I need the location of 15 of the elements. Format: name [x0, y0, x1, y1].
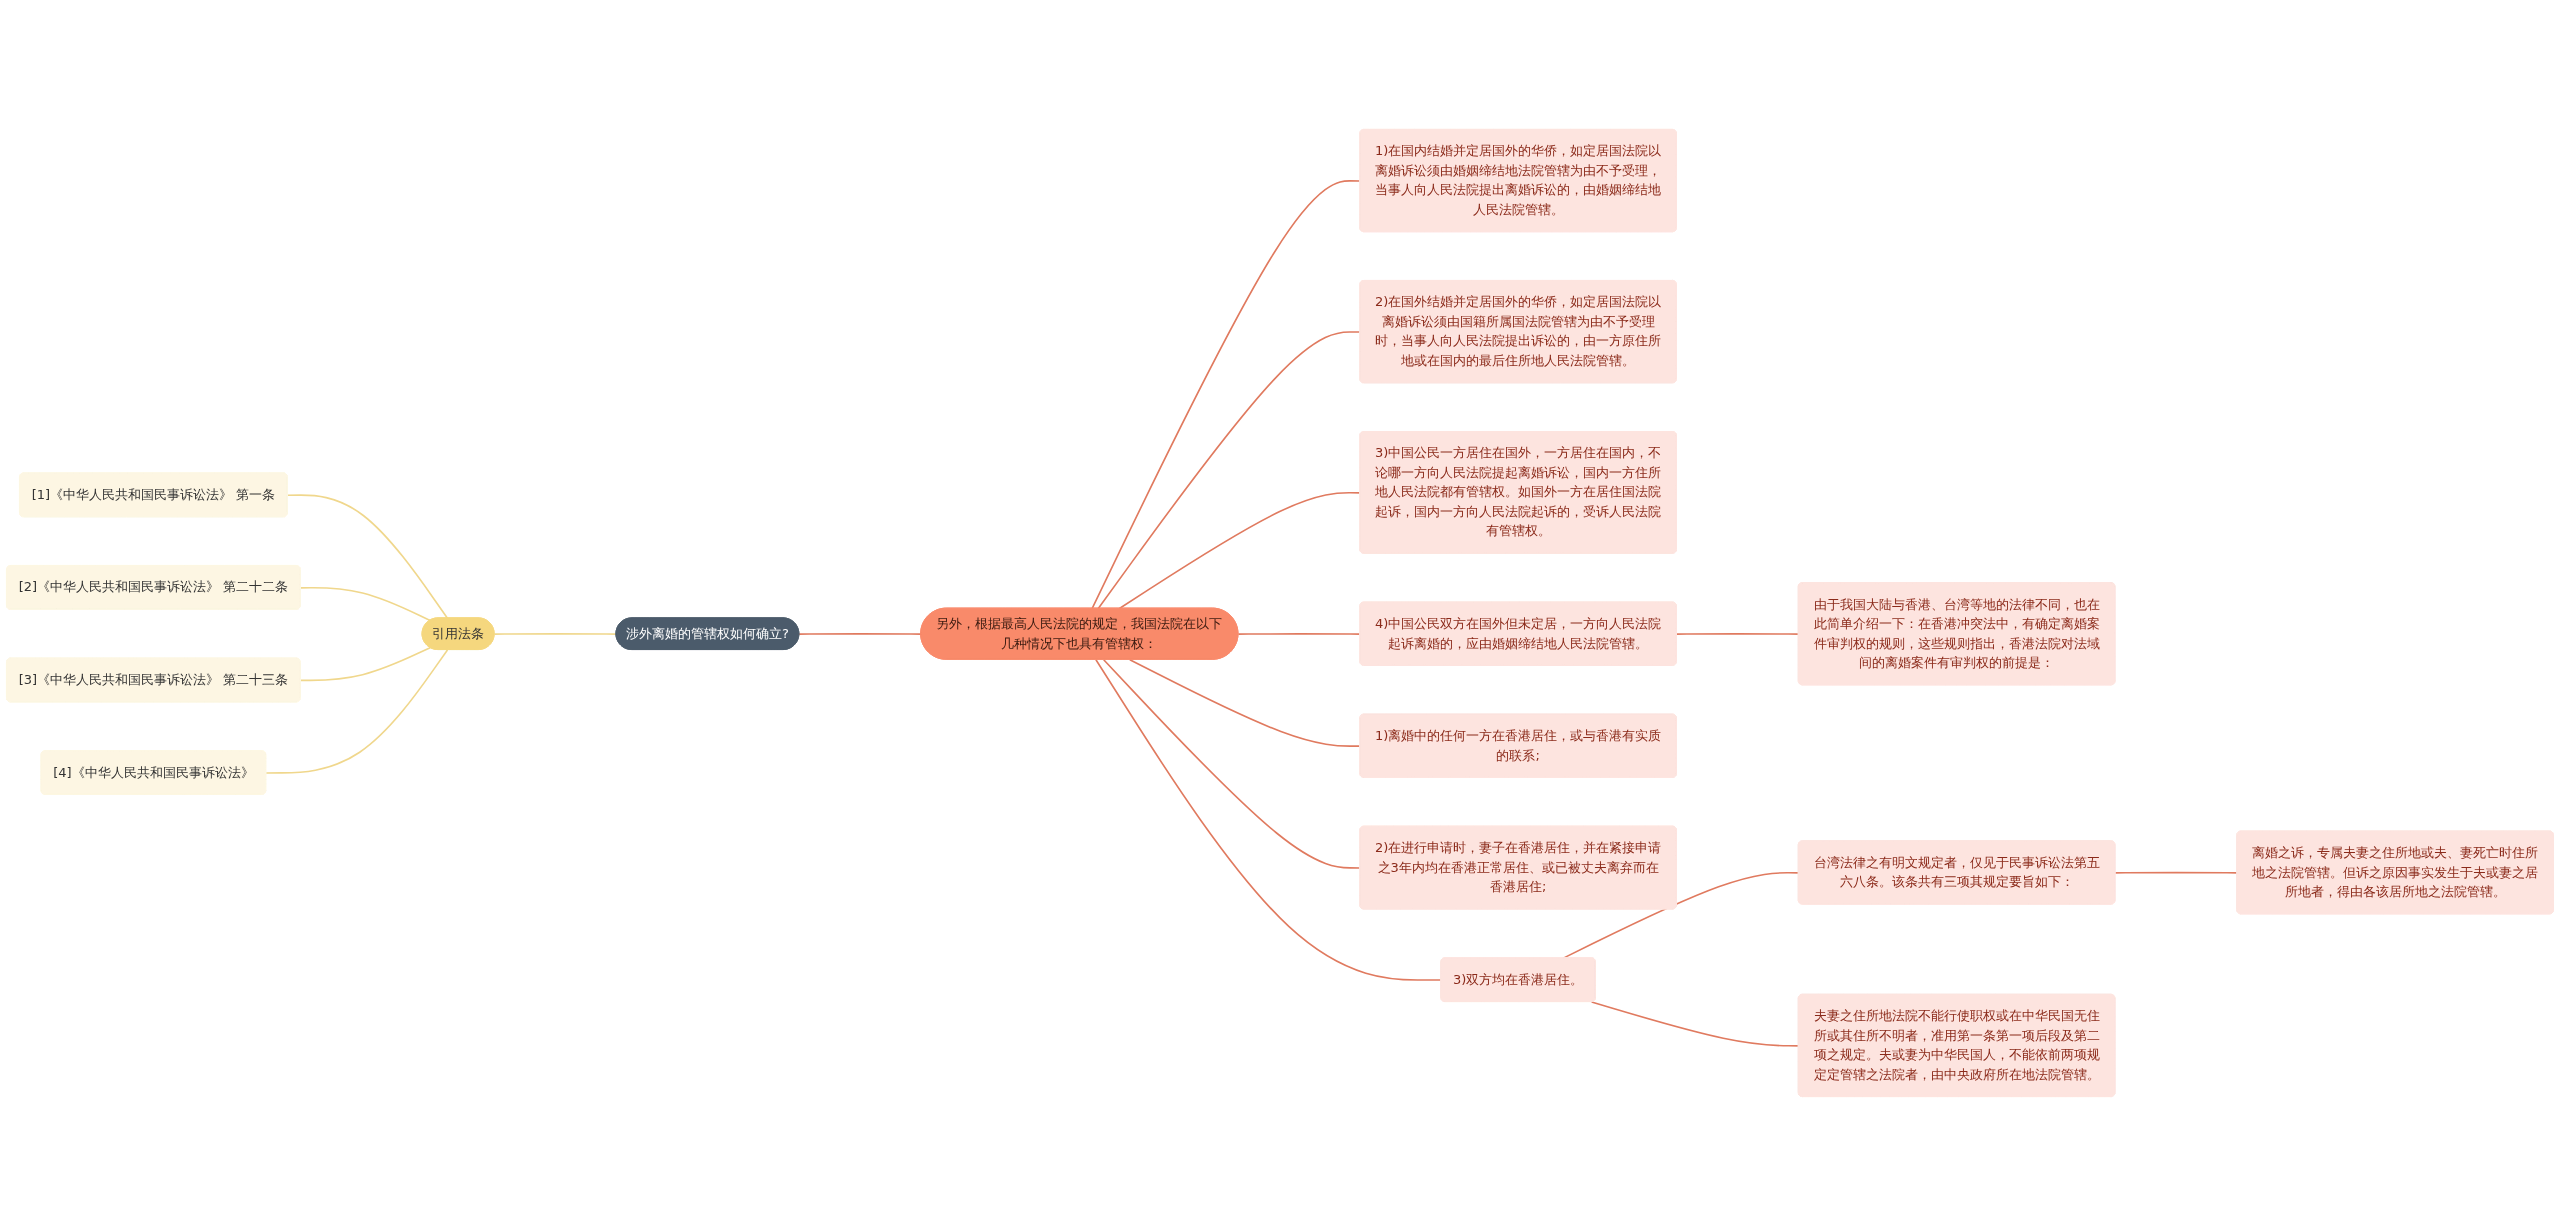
connector — [1590, 1001, 1800, 1047]
connector — [1237, 633, 1361, 635]
connector — [2114, 871, 2238, 874]
connector — [1102, 658, 1361, 869]
connector — [1095, 658, 1442, 981]
connector — [1091, 180, 1361, 610]
connector — [299, 586, 431, 622]
connector — [265, 649, 449, 774]
connector — [798, 633, 922, 635]
connector — [286, 494, 449, 620]
connector — [1676, 633, 1800, 635]
connector — [299, 646, 431, 682]
connector — [1118, 491, 1361, 610]
connector — [1129, 658, 1361, 747]
connector — [1097, 331, 1361, 610]
